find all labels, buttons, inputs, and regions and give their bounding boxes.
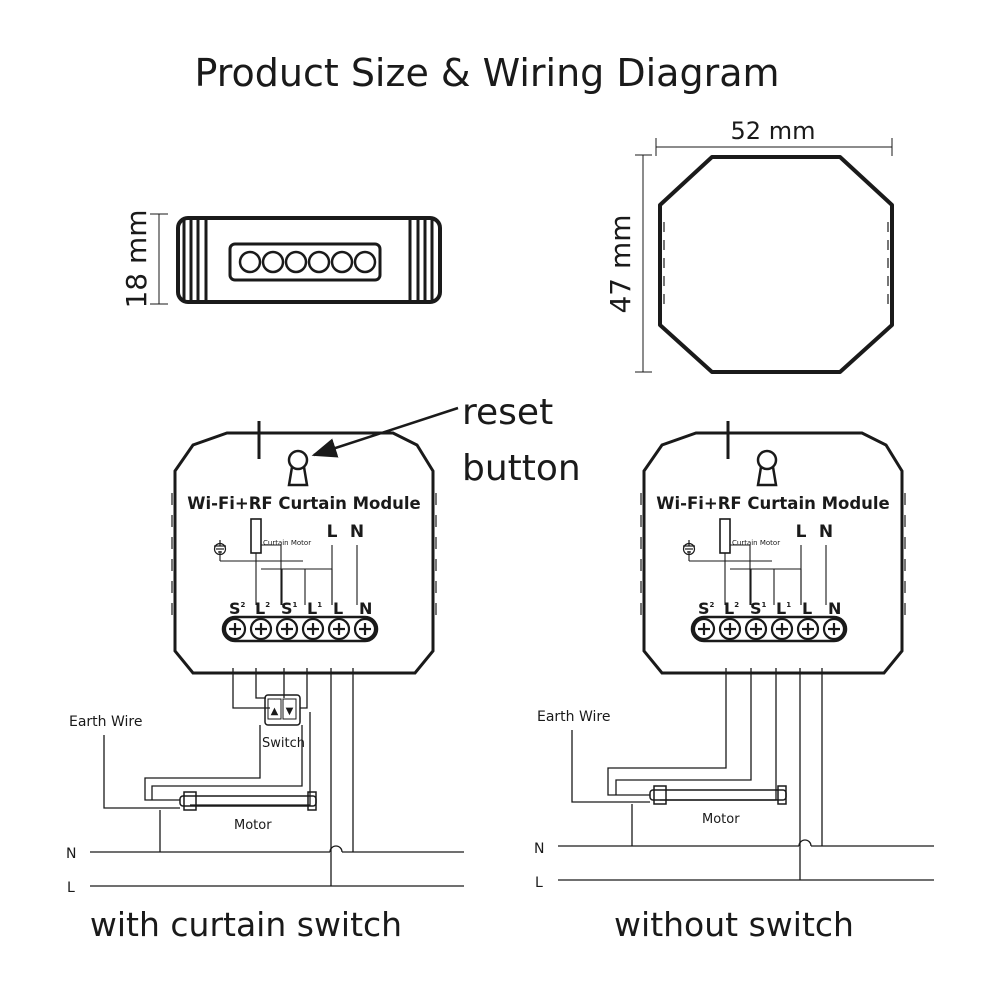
curtain-motor-label-right: Curtain Motor [732,539,780,547]
left-external-wiring [90,668,464,887]
dimension-height-47: 47 mm [604,154,652,373]
right-l-label: L [535,875,543,891]
module-name-right: Wi-Fi+RF Curtain Module [656,494,890,513]
dimension-label-47mm: 47 mm [604,214,637,313]
product-top-view [658,155,894,374]
right-caption: without switch [614,905,854,944]
terminal-s1: S1 [281,599,298,618]
top-terminal-l: L [327,522,338,542]
dimension-label-52mm: 52 mm [731,117,816,145]
terminal-l1: L1 [307,599,322,618]
reset-label: reset [462,392,553,433]
left-earth-wire-label: Earth Wire [69,714,142,730]
left-caption: with curtain switch [90,905,402,944]
dimension-label-18mm: 18 mm [120,209,153,308]
page-title: Product Size & Wiring Diagram [194,51,779,95]
reset-button-callout: reset button [311,392,581,489]
terminal-l2-right: L2 [724,599,739,618]
curtain-motor-label: Curtain Motor [263,539,311,547]
terminal-s1-right: S1 [750,599,767,618]
switch-down-arrow: ▼ [286,706,294,717]
product-side-view [176,216,442,304]
switch-label: Switch [262,736,305,751]
left-l-label: L [67,880,75,896]
terminal-s2: S2 [229,599,246,618]
top-terminal-n: N [350,522,364,542]
dimension-height-18: 18 mm [120,209,168,309]
top-terminal-n-right: N [819,522,833,542]
terminal-s2-right: S2 [698,599,715,618]
module-name: Wi-Fi+RF Curtain Module [187,494,421,513]
terminal-l2: L2 [255,599,270,618]
button-label: button [462,448,581,489]
right-motor-label: Motor [702,812,740,827]
terminal-n: N [359,599,372,618]
left-motor-label: Motor [234,818,272,833]
terminal-labels: S2 L2 S1 L1 L N [229,599,372,618]
switch-up-arrow: ▲ [271,706,279,717]
left-n-label: N [66,846,76,862]
terminal-l-right: L [802,599,812,618]
dimension-width-52: 52 mm [655,117,893,156]
terminal-n-right: N [828,599,841,618]
terminal-l: L [333,599,343,618]
left-module: Wi-Fi+RF Curtain Module Curtain Motor L … [170,419,438,675]
terminal-labels-right: S2 L2 S1 L1 L N [698,599,841,618]
right-earth-wire-label: Earth Wire [537,709,610,725]
right-module: Wi-Fi+RF Curtain Module Curtain Motor L … [639,419,907,675]
terminal-l1-right: L1 [776,599,791,618]
right-n-label: N [534,841,544,857]
top-terminal-l-right: L [796,522,807,542]
right-external-wiring [558,668,934,881]
